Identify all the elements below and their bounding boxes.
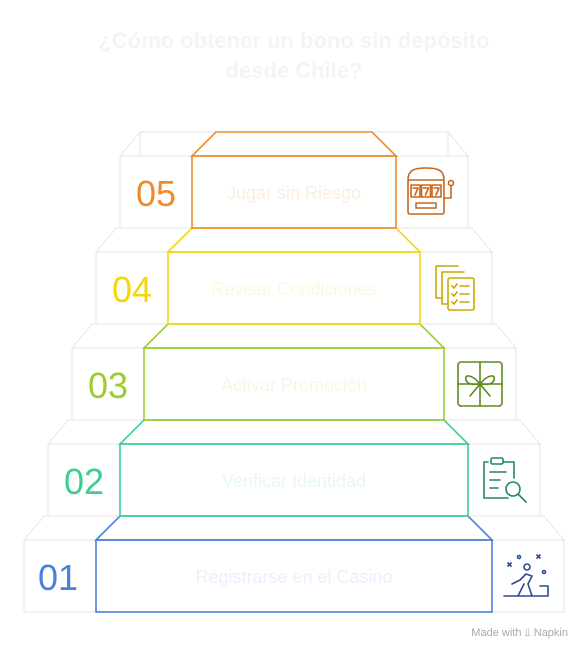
step-01: 01 Registrarse en el Casino [38,515,549,613]
step-02-front [119,443,469,517]
step-03-number: 03 [88,365,128,406]
footer-made-with: Made with [471,627,522,639]
checklist-documents-icon [435,265,475,311]
step-03-label: Activar Promoción [221,375,367,395]
step-01-front [95,539,493,613]
step-05-label: Jugar sin Riesgo [227,183,361,203]
document-search-icon [483,457,527,503]
step-02: 02 Verificar Identidad [64,419,527,517]
step-05-top [190,131,398,157]
step-04-front [167,251,421,325]
step-02-label: Verificar Identidad [222,471,366,491]
step-03-top [142,323,446,349]
step-03: 03 Activar Promoción [88,323,503,421]
napkin-logo-icon: ⫫ [524,627,531,639]
step-05-front [191,155,397,229]
title-line-1: ¿Cómo obtener un bono sin depósito [98,28,490,53]
diagram-title: ¿Cómo obtener un bono sin depósito desde… [0,26,588,86]
step-02-number: 02 [64,461,104,502]
step-02-top [118,419,470,445]
step-04-number: 04 [112,269,152,310]
step-04-top [166,227,422,253]
gift-box-icon [457,361,503,407]
footer-attribution: Made with ⫫ Napkin [471,627,568,640]
step-01-label: Registrarse en el Casino [195,567,392,587]
footer-brand: Napkin [533,627,568,639]
step-01-number: 01 [38,557,78,598]
step-04: 04 Revisar Condiciones [112,227,475,325]
step-05: 05 Jugar sin Riesgo [136,131,455,229]
step-05-number: 05 [136,173,176,214]
step-01-top [94,515,494,541]
title-line-2: desde Chile? [225,58,363,83]
step-04-label: Revisar Condiciones [211,279,376,299]
step-03-front [143,347,445,421]
slot-machine-icon [407,167,455,215]
person-sparkles-icon [503,554,549,597]
